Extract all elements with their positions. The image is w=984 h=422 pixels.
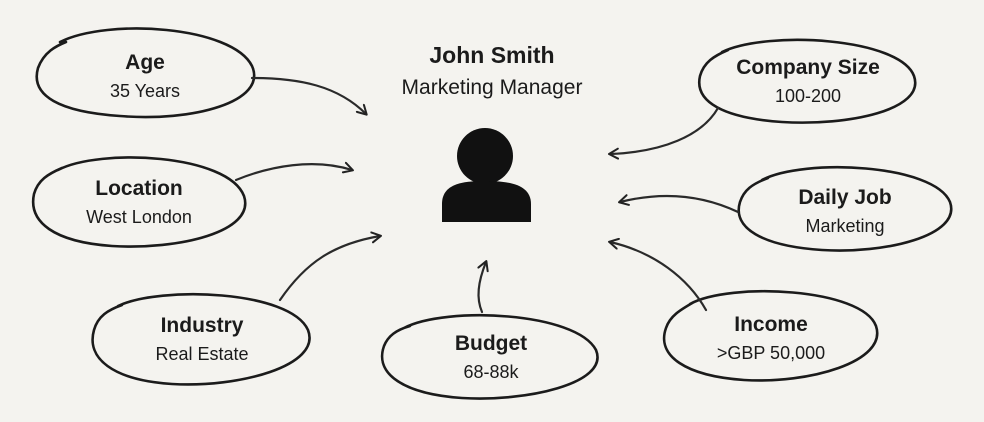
industry-bubble: Industry Real Estate <box>92 293 312 385</box>
income-value: >GBP 50,000 <box>716 343 826 364</box>
income-title: Income <box>734 312 808 336</box>
location-connector-arrow <box>234 161 354 182</box>
income-bubble-outline <box>662 289 879 382</box>
daily-job-value: Marketing <box>805 216 885 237</box>
age-title: Age <box>125 50 165 74</box>
budget-value: 68-88k <box>463 362 519 383</box>
user-icon <box>442 128 531 222</box>
daily-job-connector-arrow <box>618 194 740 214</box>
age-value: 35 Years <box>109 81 181 102</box>
company-size-bubble: Company Size 100-200 <box>697 40 919 122</box>
company-size-connector-arrow <box>608 106 720 160</box>
budget-bubble: Budget 68-88k <box>380 315 602 399</box>
location-bubble: Location West London <box>32 156 246 248</box>
budget-connector-arrow <box>477 260 489 314</box>
daily-job-bubble: Daily Job Marketing <box>736 170 954 252</box>
income-connector-arrow <box>608 237 708 312</box>
location-value: West London <box>86 207 192 228</box>
daily-job-title: Daily Job <box>798 185 892 209</box>
age-connector-arrow <box>250 76 368 116</box>
location-bubble-outline <box>31 156 247 248</box>
budget-bubble-outline <box>380 313 599 400</box>
company-size-title: Company Size <box>736 55 880 79</box>
industry-bubble-outline <box>91 292 311 386</box>
company-size-value: 100-200 <box>774 86 842 107</box>
persona-role: Marketing Manager <box>401 76 583 99</box>
persona-name: John Smith <box>429 42 555 68</box>
company-size-bubble-outline <box>697 38 917 124</box>
daily-job-bubble-outline <box>737 165 953 252</box>
age-bubble-outline <box>35 27 256 119</box>
location-title: Location <box>95 176 183 200</box>
industry-value: Real Estate <box>155 344 249 365</box>
industry-connector-arrow <box>278 231 382 302</box>
budget-title: Budget <box>454 331 528 355</box>
industry-title: Industry <box>160 313 244 337</box>
age-bubble: Age 35 Years <box>36 33 254 119</box>
income-bubble: Income >GBP 50,000 <box>662 292 880 384</box>
